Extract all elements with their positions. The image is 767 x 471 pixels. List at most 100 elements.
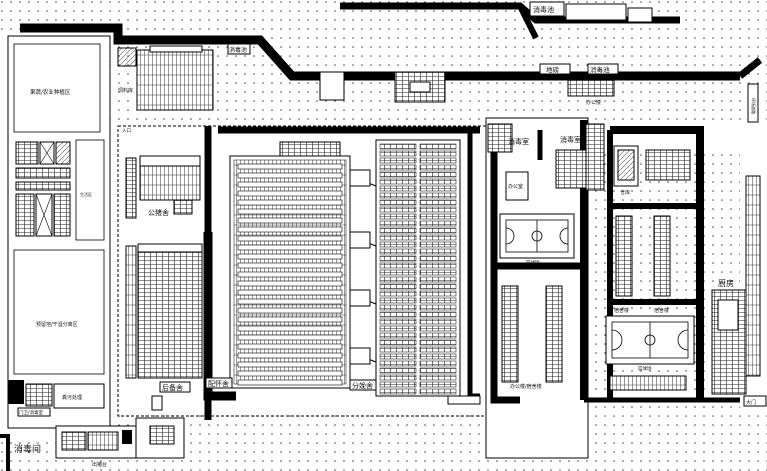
farrowing-row (379, 178, 417, 185)
farrowing-row (379, 311, 417, 318)
farrowing-row (419, 311, 457, 318)
farrowing-row (419, 241, 457, 248)
machine-room (645, 149, 691, 181)
breeding-row (237, 217, 343, 224)
farrowing-row (379, 185, 417, 192)
dorm-tower-b (545, 285, 563, 383)
breeding-row (237, 163, 343, 170)
farrowing-row (379, 283, 417, 290)
row-building-bottom (609, 375, 687, 391)
farrowing-row (419, 360, 457, 367)
breeding-row (237, 325, 343, 332)
breeding-house-rows (237, 163, 343, 386)
breeding-row (237, 181, 343, 188)
farrowing-row (379, 192, 417, 199)
farrowing-row (419, 255, 457, 262)
farrowing-row (419, 374, 457, 381)
breeding-row (237, 307, 343, 314)
gate-building-top (565, 3, 627, 21)
dispatch-label: 出猪台 (92, 461, 107, 468)
east-boundary-strip (745, 175, 761, 377)
disinfect-gate-label: 消毒间 (14, 443, 41, 455)
warehouse-label: 仓库 (620, 189, 630, 196)
farrowing-row (419, 276, 457, 283)
disinfect-pool-road (587, 63, 619, 75)
biosecurity-building (585, 123, 605, 191)
farrowing-row (379, 297, 417, 304)
gate-left-building (25, 383, 53, 407)
main-road (20, 23, 740, 81)
left-lower-field-label: 预留地/干湿分离区 (36, 321, 78, 328)
connectors (349, 169, 377, 365)
east-road-label: 环场道路 (751, 98, 757, 114)
farrowing-row (419, 185, 457, 192)
disinfect-pool-road-label: 消毒池 (590, 65, 610, 74)
office-dorm-label: 办公楼/宿舍楼 (510, 383, 542, 390)
silo-label: 饲料库 (118, 87, 133, 94)
breeding-row (237, 280, 343, 287)
breeding-row (237, 262, 343, 269)
gate-left-post (8, 380, 24, 404)
farrowing-row (379, 367, 417, 374)
farrowing-row (379, 234, 417, 241)
boar-station-core (149, 425, 175, 445)
farrowing-row (419, 388, 457, 395)
office-top-building (567, 79, 615, 97)
disinfect-pool-mid (227, 43, 251, 55)
farrowing-row (379, 262, 417, 269)
farrowing-row (379, 150, 417, 157)
farrowing-row (419, 213, 457, 220)
dorm-right-a (615, 215, 633, 297)
breeding-row (237, 379, 343, 386)
farrowing-row (379, 388, 417, 395)
breeding-row (237, 199, 343, 206)
boar-house-side (125, 157, 137, 219)
dorm-right-b (653, 215, 671, 297)
farrowing-row (419, 157, 457, 164)
farrowing-row (419, 164, 457, 171)
farrowing-row (419, 150, 457, 157)
farrowing-row (379, 227, 417, 234)
farrowing-row (379, 339, 417, 346)
ground-bottom (110, 410, 767, 471)
manure-area (53, 383, 105, 409)
left-big-field (13, 43, 101, 133)
dorm-block-label: 生活区 (80, 191, 92, 197)
farrowing-row (419, 353, 457, 360)
farrowing-row (379, 199, 417, 206)
breeding-row (237, 370, 343, 377)
farrowing-row (419, 339, 457, 346)
left-lower-field (13, 249, 105, 375)
farrowing-row (379, 213, 417, 220)
basketball-court-1-label: 篮球场 (526, 259, 540, 266)
production-zone-label: 入口 (122, 128, 131, 134)
farrowing-row (419, 269, 457, 276)
breeding-row (237, 235, 343, 242)
farrowing-row (379, 255, 417, 262)
canteen-label: 厨房 (718, 278, 734, 288)
gate-left-label: 门卫/消毒室 (19, 409, 44, 416)
right-road-east (610, 126, 704, 400)
silo (117, 47, 137, 67)
farrowing-row (419, 248, 457, 255)
bottom-left-road (0, 434, 10, 471)
farrowing-row (419, 192, 457, 199)
farrowing-house-rows (379, 143, 457, 395)
breeding-row (237, 208, 343, 215)
breeding-row (237, 244, 343, 251)
breeding-row (237, 298, 343, 305)
farrowing-row (419, 297, 457, 304)
weighbridge (539, 63, 571, 75)
breeding-house-label: 配怀舍 (208, 379, 229, 388)
boar-house-label: 公猪舍 (148, 208, 169, 217)
biosecurity-room-label-2: 消毒室 (560, 135, 581, 144)
breeding-house-entry (279, 141, 341, 157)
road-spur (517, 4, 539, 40)
gate-right (743, 395, 767, 407)
breeding-row (237, 253, 343, 260)
disinfect-pool-top-label: 消毒池 (533, 5, 554, 14)
farrowing-row (379, 220, 417, 227)
farrowing-row (379, 304, 417, 311)
dorm-blocks (15, 141, 71, 237)
office-center (505, 171, 529, 201)
